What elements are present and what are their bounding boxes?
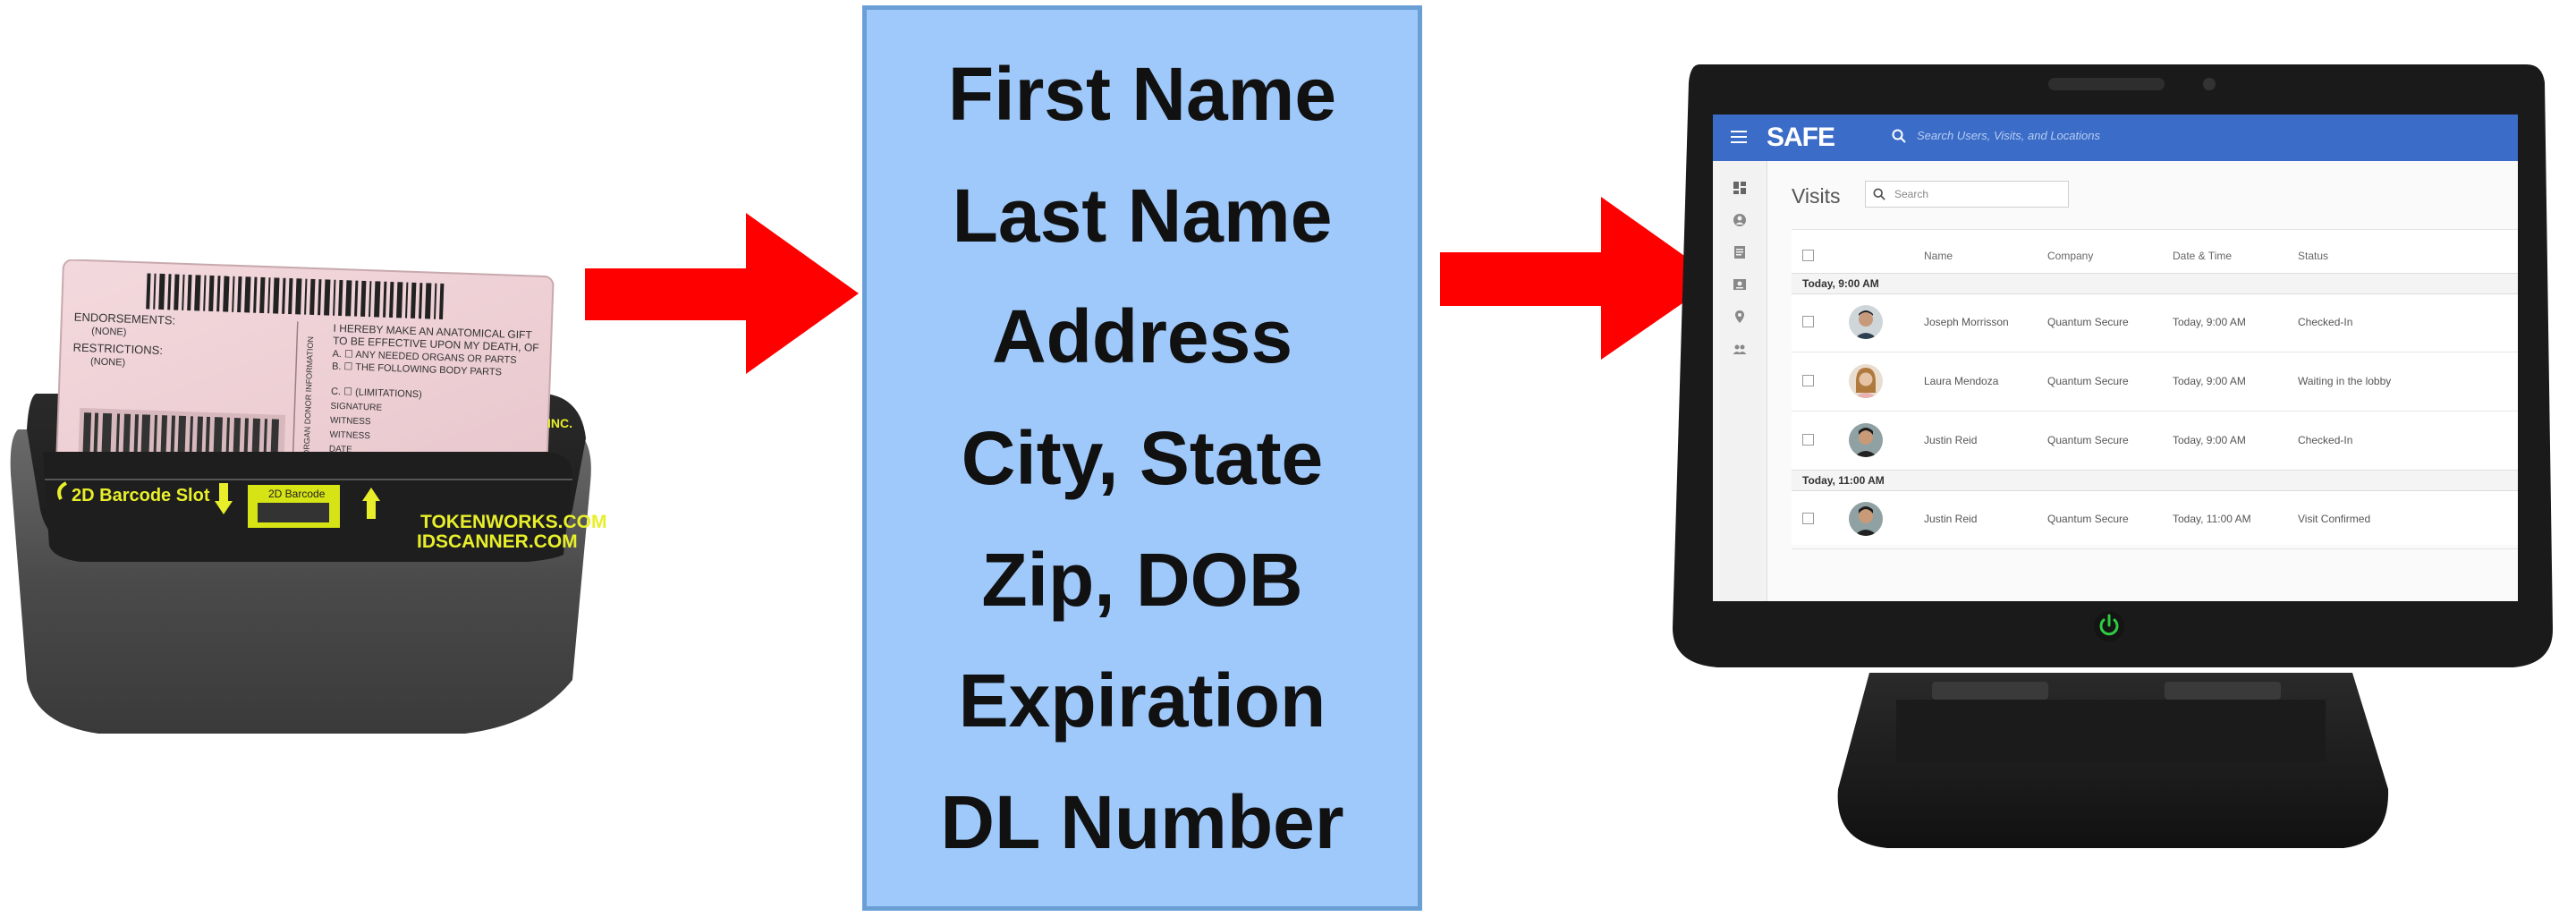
table-row[interactable]: Laura Mendoza Quantum Secure Today, 9:00… [1792, 352, 2518, 412]
app-title: SAFE [1767, 123, 1835, 152]
power-icon[interactable] [2093, 610, 2125, 642]
scanner-brand-2: IDSCANNER.COM [417, 531, 578, 552]
dashboard-icon[interactable] [1733, 181, 1747, 195]
search-placeholder: Search [1894, 188, 1929, 200]
scanner-label-slot: 2D Barcode Slot [72, 486, 210, 505]
field-city-state: City, State [961, 415, 1324, 500]
row-checkbox[interactable] [1802, 513, 1814, 524]
field-expiration: Expiration [958, 658, 1326, 743]
card-witness-2: WITNESS [329, 430, 370, 442]
cell-name: Joseph Morrisson [1924, 316, 2009, 328]
card-date: DATE [329, 445, 353, 455]
cell-company: Quantum Secure [2047, 513, 2129, 525]
cell-status: Checked-In [2298, 316, 2353, 328]
table-row[interactable]: Justin Reid Quantum Secure Today, 9:00 A… [1792, 411, 2518, 471]
column-header-company[interactable]: Company [2047, 250, 2094, 262]
card-restrictions: RESTRICTIONS: [72, 341, 163, 357]
card-endorsements: ENDORSEMENTS: [74, 310, 176, 327]
cell-status: Waiting in the lobby [2298, 375, 2392, 387]
select-all-checkbox[interactable] [1802, 250, 1814, 261]
avatar [1849, 305, 1883, 339]
cell-datetime: Today, 9:00 AM [2173, 434, 2246, 446]
cell-company: Quantum Secure [2047, 316, 2129, 328]
cell-name: Justin Reid [1924, 434, 1978, 446]
cell-datetime: Today, 9:00 AM [2173, 375, 2246, 387]
scanner-brand-partial: INC. [547, 416, 572, 430]
group-label: Today, 11:00 AM [1802, 474, 1885, 487]
card-signature: SIGNATURE [330, 402, 382, 413]
extracted-fields-box: First Name Last Name Address City, State… [862, 5, 1422, 911]
card-witness-1: WITNESS [330, 416, 371, 428]
row-checkbox[interactable] [1802, 434, 1814, 446]
cell-datetime: Today, 9:00 AM [2173, 316, 2246, 328]
person-icon[interactable] [1733, 213, 1747, 227]
avatar [1849, 423, 1883, 457]
group-header: Today, 11:00 AM [1792, 470, 2518, 491]
cell-datetime: Today, 11:00 AM [2173, 513, 2251, 525]
avatar [1849, 502, 1883, 536]
search-icon[interactable] [1892, 129, 1906, 143]
field-address: Address [991, 294, 1293, 379]
group-header: Today, 9:00 AM [1792, 273, 2518, 294]
sidebar [1713, 161, 1767, 601]
field-dl-number: DL Number [940, 779, 1344, 864]
visits-search-input[interactable]: Search [1865, 181, 2069, 208]
column-header-name[interactable]: Name [1924, 250, 1953, 262]
field-last-name: Last Name [952, 173, 1333, 258]
group-label: Today, 9:00 AM [1802, 277, 1879, 290]
id-scanner-illustration: ENDORSEMENTS: (NONE) RESTRICTIONS: (NONE… [10, 259, 606, 734]
column-header-status[interactable]: Status [2298, 250, 2329, 262]
arrow-right-icon [585, 213, 859, 374]
table-row[interactable]: Joseph Morrisson Quantum Secure Today, 9… [1792, 293, 2518, 352]
cell-company: Quantum Secure [2047, 375, 2129, 387]
app-screen: SAFE Search Users, Visits, and Locations… [1713, 115, 2518, 601]
table-row[interactable]: Justin Reid Quantum Secure Today, 11:00 … [1792, 489, 2518, 549]
global-search-input[interactable]: Search Users, Visits, and Locations [1917, 129, 2100, 142]
app-bar: SAFE Search Users, Visits, and Locations [1713, 115, 2518, 161]
cell-status: Visit Confirmed [2298, 513, 2371, 525]
badge-icon[interactable] [1733, 277, 1747, 292]
cell-name: Laura Mendoza [1924, 375, 1999, 387]
cell-company: Quantum Secure [2047, 434, 2129, 446]
field-zip-dob: Zip, DOB [981, 537, 1303, 622]
field-first-name: First Name [947, 52, 1337, 136]
card-none-2: (NONE) [90, 356, 126, 368]
cell-name: Justin Reid [1924, 513, 1978, 525]
card-gift-5: C. ☐ (LIMITATIONS) [331, 386, 422, 401]
avatar [1849, 364, 1883, 398]
card-none-1: (NONE) [91, 326, 127, 337]
row-checkbox[interactable] [1802, 375, 1814, 386]
kiosk-tablet: SAFE Search Users, Visits, and Locations… [1664, 55, 2567, 857]
location-icon[interactable] [1733, 310, 1747, 324]
cell-status: Checked-In [2298, 434, 2353, 446]
document-icon[interactable] [1733, 245, 1747, 259]
page-title: Visits [1792, 184, 1841, 208]
drivers-license-card: ENDORSEMENTS: (NONE) RESTRICTIONS: (NONE… [55, 259, 555, 483]
arrow-right-icon-2 [1440, 197, 1717, 360]
column-header-datetime[interactable]: Date & Time [2173, 250, 2233, 262]
scanner-brand-1: TOKENWORKS.COM [420, 512, 606, 532]
id-scanner-device: ENDORSEMENTS: (NONE) RESTRICTIONS: (NONE… [0, 259, 626, 778]
row-checkbox[interactable] [1802, 316, 1814, 327]
group-icon[interactable] [1733, 342, 1747, 356]
visits-table: Name Company Date & Time Status Today, 9… [1792, 229, 2518, 549]
scanner-2d-barcode-text: 2D Barcode [268, 488, 326, 500]
menu-icon[interactable] [1731, 131, 1747, 143]
card-side-label: ORGAN DONOR INFORMATION [302, 336, 316, 456]
search-icon-small [1873, 188, 1885, 200]
